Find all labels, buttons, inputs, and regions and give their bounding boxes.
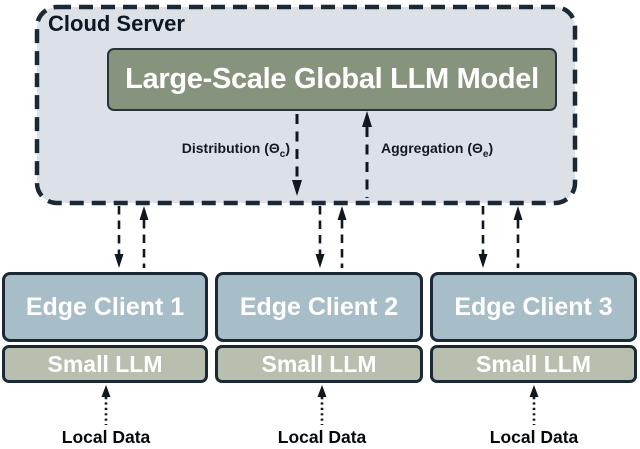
distribution-label: Distribution (Θc)	[181, 140, 290, 160]
edge-client-2-box: Edge Client 2	[215, 272, 423, 342]
cloud-to-client3-arrow	[478, 206, 488, 268]
edge-client-3-label: Edge Client 3	[454, 292, 613, 321]
client2-to-cloud-arrow	[337, 206, 347, 268]
small-llm-2-box: Small LLM	[215, 345, 423, 383]
client3-to-cloud-arrow	[513, 206, 523, 268]
local-data-3-arrow	[529, 385, 539, 425]
cloud-to-client2-arrow	[315, 206, 325, 268]
small-llm-2-label: Small LLM	[261, 350, 377, 377]
edge-client-1-label: Edge Client 1	[25, 292, 185, 321]
edge-client-2-label: Edge Client 2	[239, 292, 399, 321]
local-data-2-label: Local Data	[277, 427, 367, 447]
edge-client-1-box: Edge Client 1	[2, 272, 208, 342]
local-data-3-label: Local Data	[489, 427, 579, 447]
cloud-server-title: Cloud Server	[48, 11, 185, 36]
small-llm-3-box: Small LLM	[430, 345, 637, 383]
aggregation-label: Aggregation (Θe)	[381, 140, 494, 160]
client1-to-cloud-arrow	[139, 206, 149, 268]
small-llm-1-box: Small LLM	[2, 345, 208, 383]
distribution-arrow	[292, 114, 302, 196]
edge-client-3-box: Edge Client 3	[430, 272, 637, 342]
local-data-1-label: Local Data	[61, 427, 151, 447]
global-llm-model-label: Large-Scale Global LLM Model	[125, 63, 539, 95]
aggregation-arrow	[362, 111, 372, 198]
local-data-1-arrow	[101, 385, 111, 425]
local-data-2-arrow	[317, 385, 327, 425]
cloud-to-client1-arrow	[114, 206, 124, 268]
global-llm-model-box: Large-Scale Global LLM Model	[107, 48, 557, 111]
small-llm-1-label: Small LLM	[47, 350, 163, 377]
small-llm-3-label: Small LLM	[475, 350, 591, 377]
